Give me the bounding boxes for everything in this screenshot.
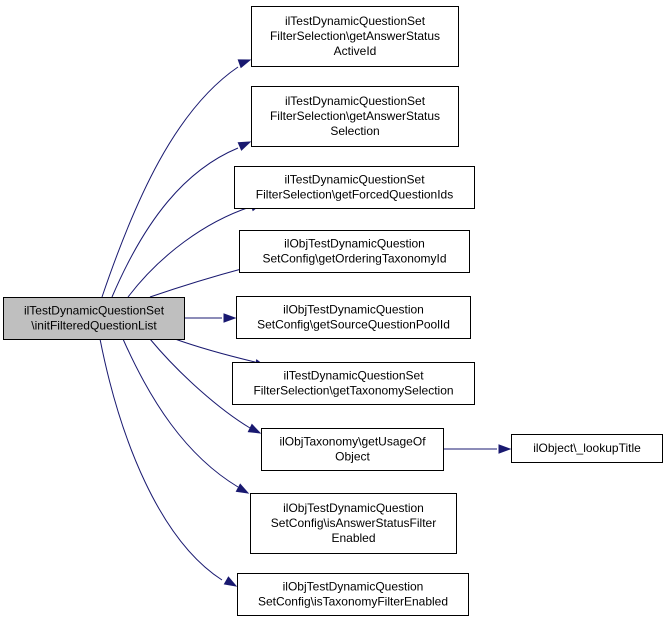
- node-label-line: ilTestDynamicQuestionSet: [284, 173, 425, 187]
- node-box: [239, 230, 470, 273]
- edge-root-n5: [184, 313, 237, 323]
- node-box: [3, 297, 185, 340]
- node-label-line: SetConfig\isAnswerStatusFilter: [271, 516, 436, 530]
- node-n9[interactable]: ilObjTestDynamicQuestionSetConfig\isTaxo…: [237, 573, 469, 616]
- node-root[interactable]: ilTestDynamicQuestionSet\initFilteredQue…: [3, 297, 185, 340]
- node-label-line: ilTestDynamicQuestionSet: [285, 94, 426, 108]
- node-label-line: FilterSelection\getTaxonomySelection: [253, 384, 453, 398]
- node-n4[interactable]: ilObjTestDynamicQuestionSetConfig\getOrd…: [239, 230, 470, 273]
- node-n2[interactable]: ilTestDynamicQuestionSetFilterSelection\…: [251, 86, 459, 147]
- edge-line: [111, 147, 239, 298]
- edge-line: [101, 66, 239, 298]
- node-label-line: ilTestDynamicQuestionSet: [285, 14, 426, 28]
- node-label-line: SetConfig\getSourceQuestionPoolId: [257, 318, 450, 332]
- node-label-line: ilObjTestDynamicQuestion: [283, 303, 424, 317]
- node-label-line: FilterSelection\getAnswerStatus: [270, 29, 440, 43]
- node-label-line: Selection: [330, 124, 379, 138]
- arrow-head-icon: [235, 483, 250, 494]
- call-nodes: ilTestDynamicQuestionSet\initFilteredQue…: [3, 6, 663, 616]
- arrow-head-icon: [498, 444, 512, 454]
- node-label-line: ilObjTestDynamicQuestion: [283, 501, 424, 515]
- node-label-line: ActiveId: [334, 44, 377, 58]
- node-n3[interactable]: ilTestDynamicQuestionSetFilterSelection\…: [234, 166, 475, 209]
- node-n1[interactable]: ilTestDynamicQuestionSetFilterSelection\…: [251, 6, 459, 67]
- node-label-line: \initFilteredQuestionList: [31, 319, 157, 333]
- node-n10[interactable]: ilObject\_lookupTitle: [511, 434, 663, 463]
- node-label-line: Enabled: [331, 531, 375, 545]
- node-box: [251, 86, 459, 147]
- arrow-head-icon: [223, 313, 237, 323]
- node-label-line: ilTestDynamicQuestionSet: [283, 369, 424, 383]
- node-box: [234, 166, 475, 209]
- edge-root-n7: [149, 338, 262, 434]
- node-label-line: FilterSelection\getAnswerStatus: [270, 109, 440, 123]
- edge-line: [122, 338, 239, 488]
- node-label-line: ilObjTestDynamicQuestion: [283, 580, 424, 594]
- node-box: [236, 296, 471, 339]
- node-label-line: ilObjTestDynamicQuestion: [284, 237, 425, 251]
- node-box: [251, 6, 459, 67]
- edge-line: [149, 338, 251, 429]
- node-n5[interactable]: ilObjTestDynamicQuestionSetConfig\getSou…: [236, 296, 471, 339]
- node-label-line: Object: [335, 450, 370, 464]
- node-label-line: SetConfig\isTaxonomyFilterEnabled: [258, 595, 448, 609]
- arrow-head-icon: [237, 59, 252, 69]
- edge-line: [127, 206, 251, 298]
- edge-line: [99, 338, 223, 581]
- node-box: [250, 493, 457, 554]
- node-box: [511, 434, 663, 463]
- edge-n7-n10: [443, 444, 512, 454]
- node-label-line: SetConfig\getOrderingTaxonomyId: [262, 252, 446, 266]
- node-n8[interactable]: ilObjTestDynamicQuestionSetConfig\isAnsw…: [250, 493, 457, 554]
- edge-root-n2: [111, 141, 252, 298]
- edge-root-n8: [122, 338, 250, 494]
- node-n6[interactable]: ilTestDynamicQuestionSetFilterSelection\…: [232, 362, 475, 405]
- arrow-head-icon: [247, 423, 262, 434]
- edge-line: [174, 338, 256, 363]
- node-box: [237, 573, 469, 616]
- node-label-line: ilTestDynamicQuestionSet: [24, 304, 165, 318]
- edge-line: [149, 267, 246, 298]
- node-label-line: ilObject\_lookupTitle: [533, 441, 641, 455]
- arrow-head-icon: [237, 141, 252, 151]
- node-box: [232, 362, 475, 405]
- node-box: [261, 428, 444, 471]
- arrow-head-icon: [223, 576, 238, 587]
- edge-root-n1: [101, 59, 252, 298]
- node-label-line: FilterSelection\getForcedQuestionIds: [256, 188, 453, 202]
- node-label-line: ilObjTaxonomy\getUsageOf: [279, 435, 426, 449]
- edge-root-n9: [99, 338, 238, 587]
